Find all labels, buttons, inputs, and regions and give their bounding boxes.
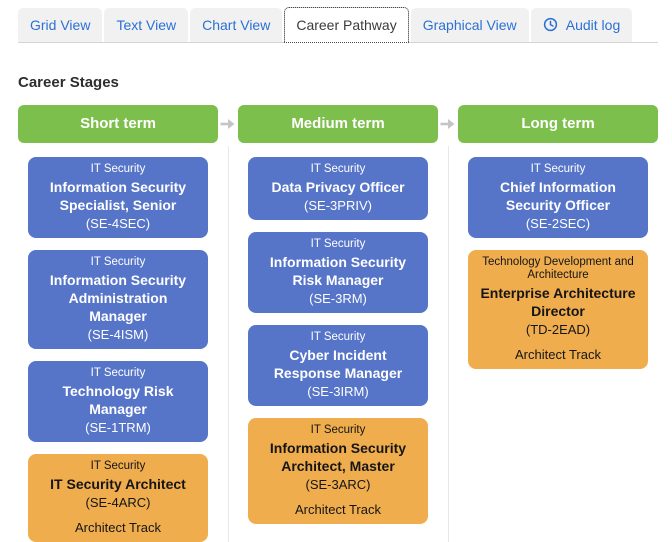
role-track: Architect Track — [295, 502, 381, 517]
role-code: (SE-4ARC) — [85, 495, 151, 510]
role-title: Enterprise Architecture Director — [480, 285, 636, 319]
role-department: IT Security — [310, 238, 366, 250]
tab-chart-view[interactable]: Chart View — [190, 8, 283, 42]
career-pathway-board: Short term IT Security Information Secur… — [18, 105, 658, 542]
role-code: (SE-4SEC) — [85, 216, 151, 231]
role-title: Data Privacy Officer — [271, 179, 405, 195]
role-card-se-2sec[interactable]: IT Security Chief Information Security O… — [468, 157, 648, 238]
role-department: IT Security — [530, 163, 586, 175]
role-title: IT Security Architect — [50, 476, 186, 492]
role-title: Chief Information Security Officer — [500, 179, 616, 213]
stage-cards: IT Security Information Security Special… — [18, 143, 218, 542]
role-title: Information Security Specialist, Senior — [49, 179, 187, 213]
role-title: Information Security Administration Mana… — [49, 272, 187, 324]
column-divider — [228, 146, 229, 542]
role-card-se-4ism[interactable]: IT Security Information Security Adminis… — [28, 250, 208, 349]
role-card-se-3irm[interactable]: IT Security Cyber Incident Response Mana… — [248, 325, 428, 406]
view-tabs: Grid View Text View Chart View Career Pa… — [18, 7, 658, 43]
role-title: Information Security Architect, Master — [269, 440, 407, 474]
stage-header-short-term: Short term — [18, 105, 218, 143]
page-title: Career Stages — [18, 74, 119, 91]
role-card-se-4sec[interactable]: IT Security Information Security Special… — [28, 157, 208, 238]
stage-connector — [438, 105, 458, 542]
stage-column-long-term: Long term IT Security Chief Information … — [458, 105, 658, 542]
tab-career-pathway[interactable]: Career Pathway — [284, 7, 409, 43]
role-card-td-2ead[interactable]: Technology Development and Architecture … — [468, 250, 648, 369]
role-code: (SE-3PRIV) — [304, 198, 372, 213]
role-track: Architect Track — [75, 520, 161, 535]
stage-cards: IT Security Data Privacy Officer (SE-3PR… — [238, 143, 438, 524]
role-department: IT Security — [90, 460, 146, 472]
tab-grid-view[interactable]: Grid View — [18, 8, 103, 42]
role-department: IT Security — [310, 424, 366, 436]
stage-header-medium-term: Medium term — [238, 105, 438, 143]
role-department: Technology Development and Architecture — [482, 256, 634, 281]
role-department: IT Security — [90, 256, 146, 268]
stage-connector — [218, 105, 238, 542]
role-card-se-1trm[interactable]: IT Security Technology Risk Manager (SE-… — [28, 361, 208, 442]
role-card-se-4arc[interactable]: IT Security IT Security Architect (SE-4A… — [28, 454, 208, 542]
role-code: (SE-2SEC) — [525, 216, 591, 231]
stage-cards: IT Security Chief Information Security O… — [458, 143, 658, 369]
stage-header-long-term: Long term — [458, 105, 658, 143]
role-track: Architect Track — [515, 347, 601, 362]
role-code: (SE-3IRM) — [307, 384, 369, 399]
role-department: IT Security — [310, 163, 366, 175]
arrow-right-icon — [220, 118, 236, 130]
tab-audit-log-label: Audit log — [565, 17, 621, 33]
arrow-right-icon — [440, 118, 456, 130]
stage-column-short-term: Short term IT Security Information Secur… — [18, 105, 218, 542]
role-code: (SE-4ISM) — [87, 327, 149, 342]
column-divider — [448, 146, 449, 542]
role-code: (SE-3ARC) — [305, 477, 371, 492]
role-title: Cyber Incident Response Manager — [273, 347, 403, 381]
tab-text-view[interactable]: Text View — [104, 8, 189, 42]
role-department: IT Security — [90, 367, 146, 379]
career-pathway-page: Grid View Text View Chart View Career Pa… — [0, 7, 672, 542]
role-code: (TD-2EAD) — [525, 322, 591, 337]
role-card-se-3priv[interactable]: IT Security Data Privacy Officer (SE-3PR… — [248, 157, 428, 220]
tab-graphical-view[interactable]: Graphical View — [410, 8, 529, 42]
role-card-se-3rm[interactable]: IT Security Information Security Risk Ma… — [248, 232, 428, 313]
stage-column-medium-term: Medium term IT Security Data Privacy Off… — [238, 105, 438, 542]
role-title: Technology Risk Manager — [62, 383, 174, 417]
clock-icon — [543, 17, 558, 32]
role-department: IT Security — [90, 163, 146, 175]
role-title: Information Security Risk Manager — [269, 254, 407, 288]
role-card-se-3arc[interactable]: IT Security Information Security Archite… — [248, 418, 428, 524]
role-department: IT Security — [310, 331, 366, 343]
role-code: (SE-3RM) — [309, 291, 367, 306]
role-code: (SE-1TRM) — [85, 420, 151, 435]
tab-audit-log[interactable]: Audit log — [530, 8, 633, 42]
